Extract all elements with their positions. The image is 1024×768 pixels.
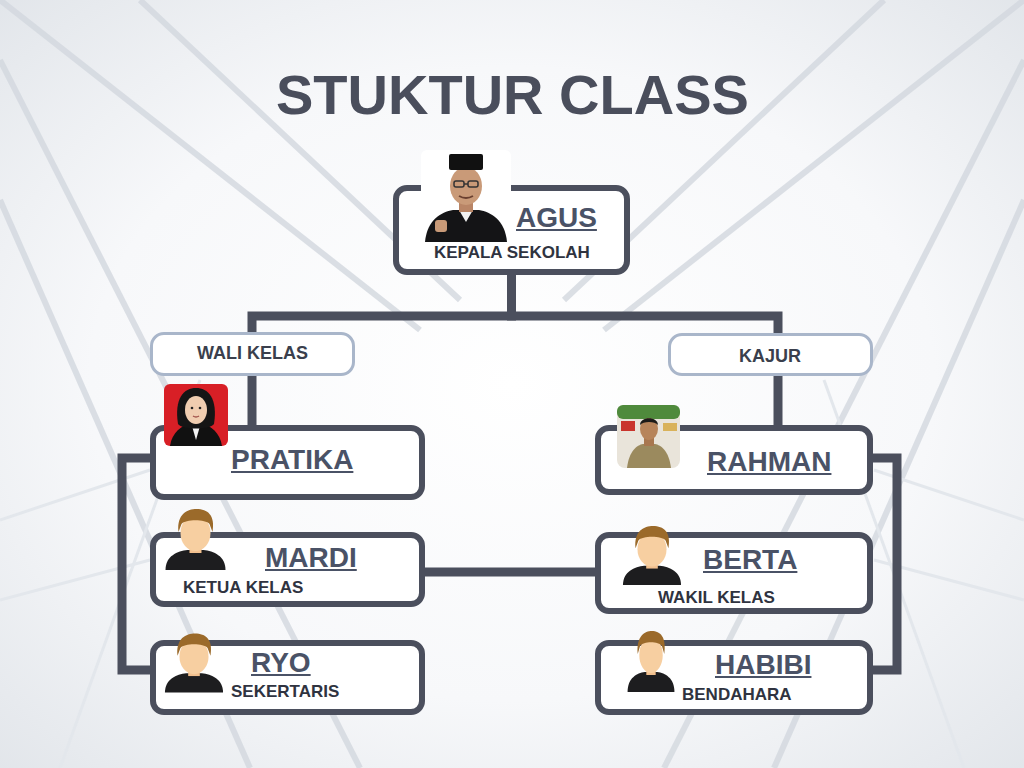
person-box: HABIBI BENDAHARA	[595, 640, 873, 715]
connector-line	[512, 275, 779, 333]
portrait-photo	[617, 405, 680, 468]
principal-box: AGUS KEPALA SEKOLAH	[393, 185, 630, 275]
person-name: BERTA	[703, 544, 797, 576]
person-name: RYO	[251, 647, 311, 679]
diagram-title: STUKTUR CLASS	[276, 63, 749, 127]
group-label: WALI KELAS	[197, 343, 308, 364]
person-avatar	[620, 525, 684, 585]
group-label: KAJUR	[739, 346, 801, 367]
person-box: PRATIKA	[150, 425, 425, 500]
connector-line	[248, 376, 257, 425]
connector-line	[425, 568, 595, 577]
person-name: RAHMAN	[707, 446, 831, 478]
portrait-photo	[164, 384, 228, 446]
connector-line	[873, 458, 897, 670]
person-name: MARDI	[265, 542, 357, 574]
role-label: WAKIL KELAS	[658, 588, 775, 608]
person-avatar	[163, 508, 228, 570]
person-box: BERTA WAKIL KELAS	[595, 532, 873, 614]
person-avatar	[626, 630, 676, 692]
person-box: MARDI KETUA KELAS	[150, 532, 425, 607]
person-box: RYO SEKERTARIS	[150, 640, 425, 715]
role-label: KEPALA SEKOLAH	[434, 243, 590, 263]
connector-line	[252, 275, 512, 332]
person-name: AGUS	[516, 202, 597, 234]
person-avatar	[163, 631, 225, 694]
connector-line	[774, 376, 783, 425]
connector-line	[122, 458, 150, 670]
person-box: RAHMAN	[595, 425, 873, 495]
role-label: KETUA KELAS	[183, 578, 303, 598]
group-pill: WALI KELAS	[150, 332, 355, 376]
role-label: BENDAHARA	[682, 685, 792, 705]
person-name: HABIBI	[715, 649, 811, 681]
role-label: SEKERTARIS	[231, 682, 339, 702]
portrait-photo	[421, 150, 511, 242]
person-name: PRATIKA	[231, 444, 353, 476]
group-pill: KAJUR	[668, 333, 873, 376]
